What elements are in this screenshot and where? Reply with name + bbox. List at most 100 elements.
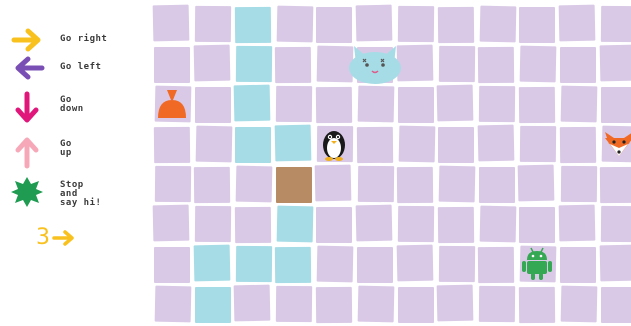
grid-tile — [398, 287, 434, 323]
grid-tile — [153, 205, 190, 242]
grid-tile — [316, 87, 352, 123]
grid-tile — [356, 127, 392, 163]
grid-tile — [276, 286, 312, 322]
grid-tile — [154, 166, 190, 202]
grid-tile — [561, 285, 598, 322]
grid-tile — [195, 87, 231, 123]
grid-tile — [398, 206, 434, 242]
grid-tile — [193, 45, 230, 82]
grid-tile — [479, 205, 516, 242]
grid-tile — [315, 165, 352, 202]
grid-tile — [437, 285, 474, 322]
grid-tile — [559, 205, 596, 242]
game-board — [148, 0, 631, 326]
grid-tile — [600, 167, 631, 203]
grid-tile — [561, 85, 598, 122]
legend-label: Go up — [60, 140, 150, 158]
grid-tile — [520, 126, 556, 162]
grid-tile — [155, 285, 192, 322]
legend-item-go-up: Go up — [0, 132, 150, 172]
grid-tile-path — [236, 46, 272, 82]
grid-tile — [316, 287, 352, 323]
legend: Go right Go left Go down Go up — [0, 0, 150, 326]
grid-tile — [396, 245, 433, 282]
grid-tile — [520, 45, 557, 82]
grid-tile — [234, 285, 271, 322]
grid-tile — [559, 5, 596, 42]
android-robot-icon — [522, 247, 552, 281]
grid-tile — [439, 246, 475, 282]
grid-tile — [397, 167, 433, 203]
grid-tile — [438, 7, 474, 43]
grid-tile-path — [274, 125, 311, 162]
grid-tile — [195, 125, 232, 162]
grid-tile — [599, 245, 631, 282]
repeat-count: 3 — [36, 226, 50, 250]
grid-tile — [154, 247, 190, 283]
grid-tile-brown — [276, 167, 312, 203]
orange-pot-icon — [154, 86, 190, 122]
grid-tile — [519, 87, 555, 123]
grid-tile — [519, 287, 555, 323]
cat-face-icon — [348, 42, 402, 86]
grid-tile — [356, 205, 393, 242]
grid-tile — [398, 6, 434, 42]
grid-tile — [358, 285, 395, 322]
legend-label: Go down — [60, 96, 150, 114]
grid-tile — [560, 247, 596, 283]
grid-tile — [316, 7, 352, 43]
grid-tile-path — [193, 245, 230, 282]
grid-tile — [439, 46, 475, 82]
grid-tile — [194, 167, 230, 203]
grid-tile — [275, 47, 311, 83]
grid-tile-path — [235, 127, 271, 163]
grid-tile — [479, 86, 515, 122]
grid-tile — [236, 165, 273, 202]
grid-tile — [601, 287, 631, 323]
grid-tile — [357, 247, 393, 283]
grid-tile — [479, 167, 515, 203]
grid-tile — [438, 207, 474, 243]
grid-tile — [317, 245, 354, 282]
grid-tile — [479, 5, 516, 42]
grid-tile — [560, 47, 596, 83]
grid-tile — [560, 166, 596, 202]
grid-tile — [235, 207, 271, 243]
grid-tile — [519, 207, 555, 243]
grid-tile — [601, 6, 631, 42]
penguin-icon — [319, 127, 349, 161]
grid-tile — [153, 5, 190, 42]
grid-tile-path — [195, 287, 231, 323]
grid-tile — [477, 125, 514, 162]
legend-label: Stop and say hi! — [60, 181, 150, 208]
grid-tile — [559, 127, 595, 163]
grid-tile — [599, 45, 631, 82]
legend-label: Go right — [60, 35, 150, 44]
grid-tile — [357, 166, 393, 202]
grid-tile — [195, 6, 231, 42]
grid-tile — [479, 286, 515, 322]
grid-tile — [356, 5, 393, 42]
grid-tile — [438, 127, 474, 163]
repeat-example: 3 — [36, 226, 96, 250]
grid-tile — [398, 125, 435, 162]
grid-tile — [518, 165, 555, 202]
legend-item-stop: Stop and say hi! — [0, 172, 150, 212]
stop-star-icon — [6, 172, 50, 212]
grid-tile-path — [234, 85, 271, 122]
grid-tile — [437, 85, 474, 122]
arrow-left-icon — [6, 48, 50, 88]
fox-icon — [602, 130, 631, 158]
grid-tile — [153, 127, 189, 163]
legend-item-go-down: Go down — [0, 88, 150, 128]
grid-tile — [358, 85, 395, 122]
grid-tile — [154, 47, 190, 83]
grid-tile-path — [276, 205, 313, 242]
arrow-right-icon — [50, 226, 80, 250]
arrow-up-icon — [6, 132, 50, 172]
grid-tile — [195, 206, 231, 242]
grid-tile — [601, 206, 631, 242]
grid-tile-path — [236, 246, 272, 282]
grid-tile — [276, 86, 312, 122]
grid-tile — [316, 207, 352, 243]
